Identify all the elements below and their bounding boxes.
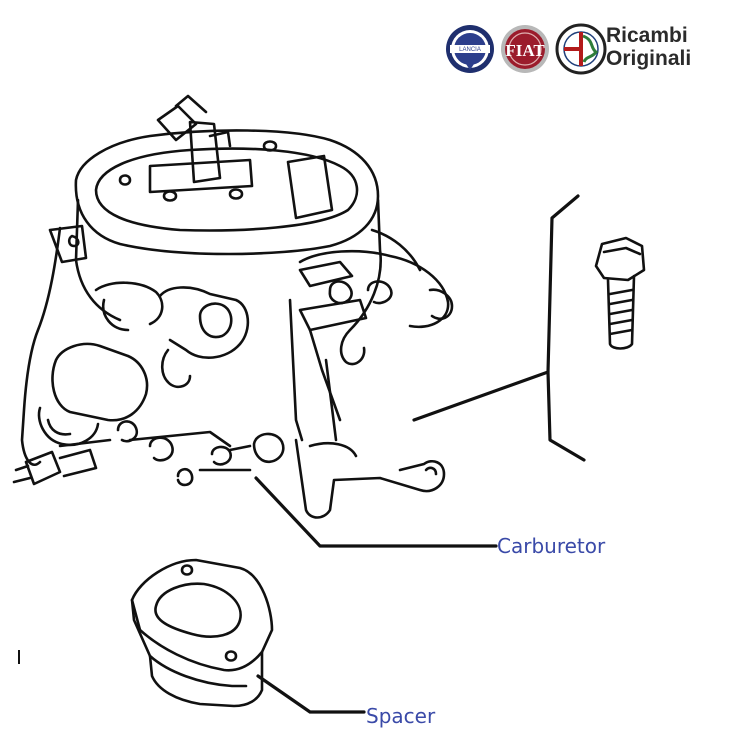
fiat-logo: FIAT — [501, 25, 549, 73]
carburetor-label[interactable]: Carburetor — [497, 534, 606, 558]
spacer-label[interactable]: Spacer — [366, 704, 436, 728]
lancia-logo: LANCIA — [446, 25, 494, 73]
svg-text:FIAT: FIAT — [505, 41, 545, 60]
brand-line-2: Originali — [606, 47, 692, 70]
alfa-romeo-logo — [557, 25, 605, 73]
brand-line-1: Ricambi — [606, 24, 688, 47]
spacer-drawing — [132, 560, 364, 712]
brand-text: Ricambi Originali — [606, 24, 691, 70]
bolt-drawing — [414, 196, 644, 460]
carburetor-drawing — [14, 96, 496, 546]
svg-text:LANCIA: LANCIA — [459, 47, 481, 53]
